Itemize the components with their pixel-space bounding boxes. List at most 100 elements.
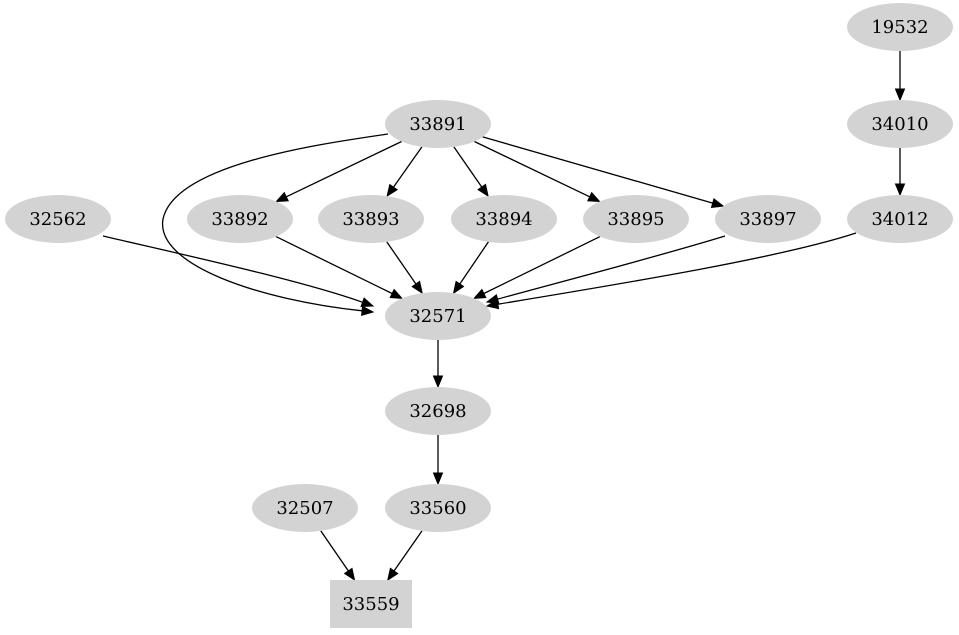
edge-line: [392, 146, 423, 188]
node-label: 34012: [871, 209, 928, 230]
node-ellipse: [5, 195, 111, 243]
node-34012: 34012: [847, 195, 953, 243]
node-33893: 33893: [318, 195, 424, 243]
node-ellipse: [385, 387, 491, 435]
arrowhead-icon: [275, 191, 289, 203]
edge-line: [275, 236, 393, 295]
arrowhead-icon: [343, 567, 356, 582]
node-33892: 33892: [187, 195, 293, 243]
node-label: 33893: [342, 209, 399, 230]
node-ellipse: [252, 484, 358, 532]
arrowhead-icon: [472, 288, 487, 299]
arrowhead-icon: [386, 183, 398, 198]
nodes-layer: 19532 34010 33891 32562 33892 33893 33894 33895…: [5, 3, 953, 628]
edge-32562-to-32571: [102, 235, 375, 308]
node-label: 33559: [342, 594, 399, 615]
node-box: [330, 580, 412, 628]
edge-line: [320, 530, 349, 572]
arrowhead-icon: [411, 280, 423, 295]
arrowhead-icon: [432, 375, 444, 389]
node-32698: 32698: [385, 387, 491, 435]
node-ellipse: [847, 3, 953, 51]
edge-line: [393, 530, 423, 572]
node-32571: 32571: [385, 292, 491, 340]
arrowhead-icon: [894, 88, 906, 102]
edge-32571-to-32698: [432, 340, 444, 389]
edge-33893-to-32571: [386, 241, 423, 295]
edge-line: [286, 140, 402, 198]
arrowhead-icon: [587, 191, 601, 203]
edge-line: [453, 146, 483, 188]
node-label: 33895: [607, 209, 664, 230]
edge-33891-to-33894: [453, 146, 489, 198]
node-ellipse: [715, 195, 821, 243]
arrowhead-icon: [477, 183, 489, 198]
node-33891: 33891: [385, 100, 491, 148]
edge-19532-to-34010: [894, 51, 906, 102]
node-ellipse: [847, 100, 953, 148]
arrowhead-icon: [432, 472, 444, 486]
edge-line: [497, 232, 857, 305]
node-33894: 33894: [451, 195, 557, 243]
edge-33891-to-33895: [474, 140, 601, 203]
node-ellipse: [318, 195, 424, 243]
node-ellipse: [451, 195, 557, 243]
arrowhead-icon: [710, 197, 725, 208]
node-33560: 33560: [385, 484, 491, 532]
edge-34012-to-32571: [485, 232, 857, 310]
node-label: 32698: [409, 401, 466, 422]
edge-line: [459, 241, 489, 285]
node-34010: 34010: [847, 100, 953, 148]
arrowhead-icon: [389, 288, 404, 299]
node-ellipse: [583, 195, 689, 243]
node-33897: 33897: [715, 195, 821, 243]
node-label: 33560: [409, 498, 466, 519]
edge-line: [102, 235, 363, 303]
arrowhead-icon: [485, 298, 500, 310]
edge-line: [162, 133, 389, 312]
arrowhead-icon: [361, 305, 375, 316]
edge-line: [482, 136, 713, 204]
node-ellipse: [187, 195, 293, 243]
node-32562: 32562: [5, 195, 111, 243]
node-ellipse: [847, 195, 953, 243]
edge-33891-to-33893: [386, 146, 423, 198]
edge-32698-to-33560: [432, 435, 444, 486]
node-32507: 32507: [252, 484, 358, 532]
edge-33895-to-32571: [472, 236, 601, 299]
edge-33560-to-33559: [387, 530, 423, 582]
edge-33891-to-33897: [482, 136, 725, 208]
node-label: 33897: [739, 209, 796, 230]
arrowhead-icon: [894, 183, 906, 197]
node-label: 34010: [871, 114, 928, 135]
node-ellipse: [385, 484, 491, 532]
edge-line: [474, 140, 590, 198]
node-label: 33892: [211, 209, 268, 230]
edge-line: [386, 241, 417, 285]
node-19532: 19532: [847, 3, 953, 51]
arrowhead-icon: [360, 297, 375, 308]
node-33559: 33559: [330, 580, 412, 628]
edge-34010-to-34012: [894, 148, 906, 197]
edge-33897-to-32571: [485, 235, 726, 304]
edge-33892-to-32571: [275, 236, 404, 299]
node-label: 32507: [276, 498, 333, 519]
node-ellipse: [385, 100, 491, 148]
node-label: 32571: [409, 306, 466, 327]
edges-layer: [102, 51, 906, 582]
node-33895: 33895: [583, 195, 689, 243]
node-ellipse: [385, 292, 491, 340]
edge-33894-to-32571: [452, 241, 489, 295]
edge-line: [483, 236, 601, 295]
node-label: 19532: [871, 17, 928, 38]
arrowhead-icon: [387, 567, 399, 582]
node-label: 33894: [475, 209, 532, 230]
node-label: 32562: [29, 209, 86, 230]
edge-33891-to-33892: [275, 140, 402, 203]
node-label: 33891: [409, 114, 466, 135]
arrowhead-icon: [452, 280, 465, 295]
edge-line: [497, 235, 726, 300]
edge-33891-to-32571: [162, 133, 389, 316]
edge-32507-to-33559: [320, 530, 356, 582]
